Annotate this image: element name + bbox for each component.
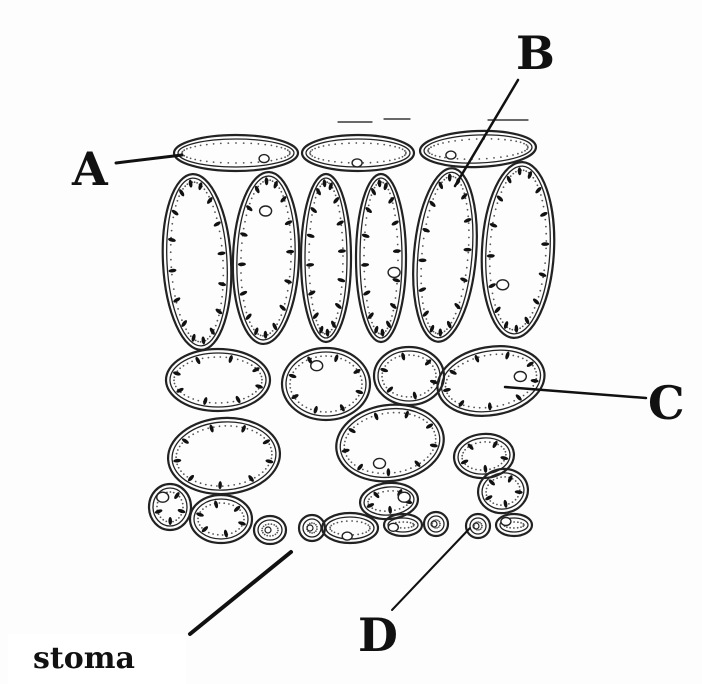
spongy-cell (331, 398, 449, 488)
palisade-cell (407, 166, 484, 345)
label-d: D (358, 612, 398, 658)
label-b: B (516, 30, 555, 76)
pointer-line-d (392, 528, 470, 610)
spongy-cell (165, 414, 282, 498)
spongy-cell (190, 495, 252, 543)
spongy-cell (374, 347, 444, 405)
guard-cell (466, 514, 490, 538)
spongy-cell (475, 465, 532, 517)
epidermis-cell (302, 135, 414, 171)
pointer-line-c (505, 387, 646, 398)
guard-cell (254, 516, 286, 544)
lower-epidermis-cell (384, 514, 422, 536)
pointer-line-stoma (190, 552, 291, 634)
palisade-cell (230, 171, 302, 345)
guard-cell (299, 515, 325, 541)
label-c: C (648, 380, 685, 426)
lower-epidermis-cell (322, 513, 378, 543)
spongy-cell (149, 484, 191, 530)
guard-cell (424, 512, 448, 536)
spongy-cell (282, 348, 370, 420)
palisade-cell (356, 174, 406, 342)
pointer-line-a (116, 155, 182, 163)
spongy-cell (166, 349, 270, 411)
spongy-cell (432, 338, 550, 424)
stoma-label: stoma (33, 641, 135, 676)
palisade-cell (301, 174, 351, 342)
epidermis-cell (174, 135, 298, 171)
label-a: A (72, 146, 108, 192)
palisade-cell (477, 160, 558, 340)
lower-epidermis-cell (496, 514, 532, 536)
palisade-cell (158, 172, 235, 351)
